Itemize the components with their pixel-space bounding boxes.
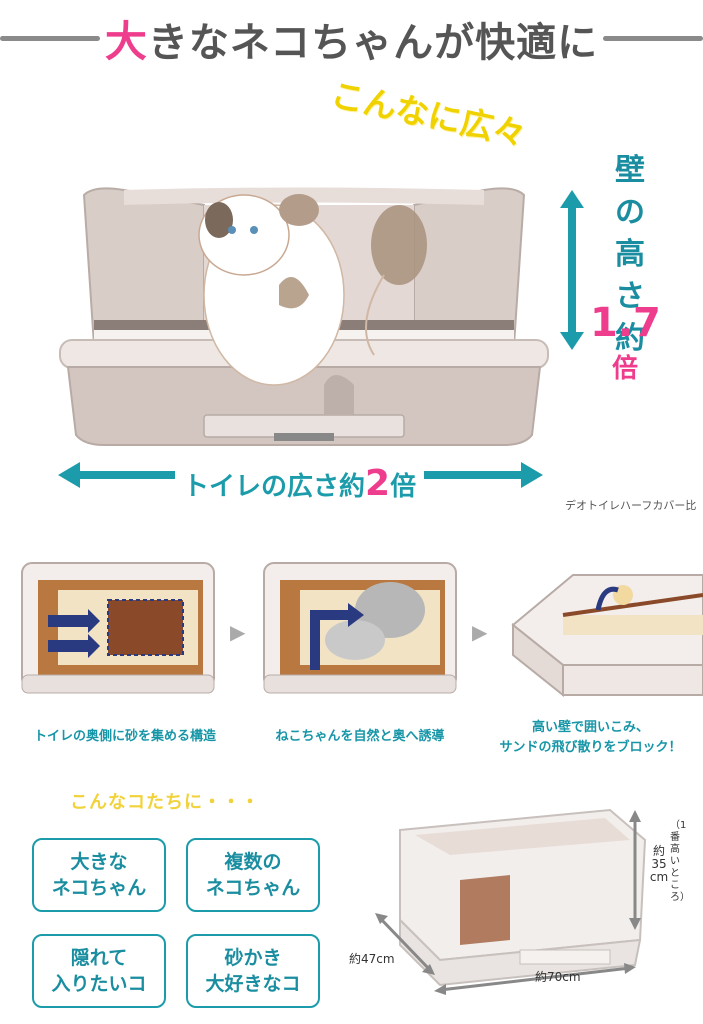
step-3-illustration [511,574,703,698]
step-1-illustration [21,562,215,694]
kind-2-line-1: 複数の [224,851,282,873]
height-unit: cm [649,870,669,884]
kind-bubble-large: 大きなネコちゃん [32,838,166,912]
kind-4-line-1: 砂かき [224,947,282,969]
wall-ratio-unit: 倍 [612,354,639,384]
height-prefix: 約 [652,844,665,858]
step-2-illustration [263,562,457,694]
kind-1-line-2: ネコちゃん [51,877,147,899]
width-ratio: 2 [365,463,391,504]
litter-box-hero-illustration [59,187,549,446]
wall-char-3: 高 [615,237,645,272]
step-2-caption: ねこちゃんを自然と奥へ誘導 [250,727,470,747]
step-2-caption-line: ねこちゃんを自然と奥へ誘導 [275,729,445,744]
height-note: （1番高いところ） [670,820,690,903]
wall-ratio: 1.7 [590,300,661,346]
width-dimension: 約70cm [535,970,581,984]
width-ratio-text: トイレの広さ約2倍 [175,463,425,504]
wall-char-4: さ [615,279,645,314]
wall-char-5: 約 [615,321,645,356]
kind-2-line-2: ネコちゃん [205,877,301,899]
kind-1-line-1: 大きな [70,851,128,873]
wall-height-arrow [560,190,584,350]
kind-3-line-1: 隠れて [70,947,128,969]
step-3-caption: 高い壁で囲いこみ、 サンドの飛び散りをブロック！ [478,718,703,758]
title-rule-left [0,36,100,41]
title-first-char: 大 [104,17,148,66]
page-title: 大きなネコちゃんが快適に [0,8,703,69]
kind-3-line-2: 入りたいコ [51,973,147,995]
wall-char-1: 壁 [615,153,645,188]
product-dimension-illustration [375,808,647,995]
kind-bubble-hiding: 隠れて入りたいコ [32,934,166,1008]
wall-height-text: 壁 の 高 さ 約 [600,150,660,360]
kind-4-line-2: 大好きなコ [205,973,301,995]
step-arrow-2: ▶ [472,620,488,644]
step-3-caption-line-2: サンドの飛び散りをブロック！ [499,740,682,755]
width-unit: 倍 [390,472,417,502]
title-rest: きなネコちゃんが快適に [147,20,599,66]
height-dimension: 約 35 cm [644,845,674,884]
kinds-heading: こんなコたちに・・・ [70,792,260,813]
step-1-caption: トイレの奥側に砂を集める構造 [10,727,240,747]
step-3-caption-line-1: 高い壁で囲いこみ、 [531,720,649,735]
title-rule-right [603,36,703,41]
depth-dimension: 約47cm [349,952,395,966]
kind-bubble-digging: 砂かき大好きなコ [186,934,320,1008]
height-number: 35 [651,857,667,871]
width-label: トイレの広さ約 [183,472,366,502]
step-arrow-1: ▶ [230,620,246,644]
wall-char-2: の [615,195,645,230]
kind-bubble-multiple: 複数のネコちゃん [186,838,320,912]
compare-note: デオトイレハーフカバー比 [565,499,697,512]
step-1-caption-line: トイレの奥側に砂を集める構造 [33,729,216,744]
